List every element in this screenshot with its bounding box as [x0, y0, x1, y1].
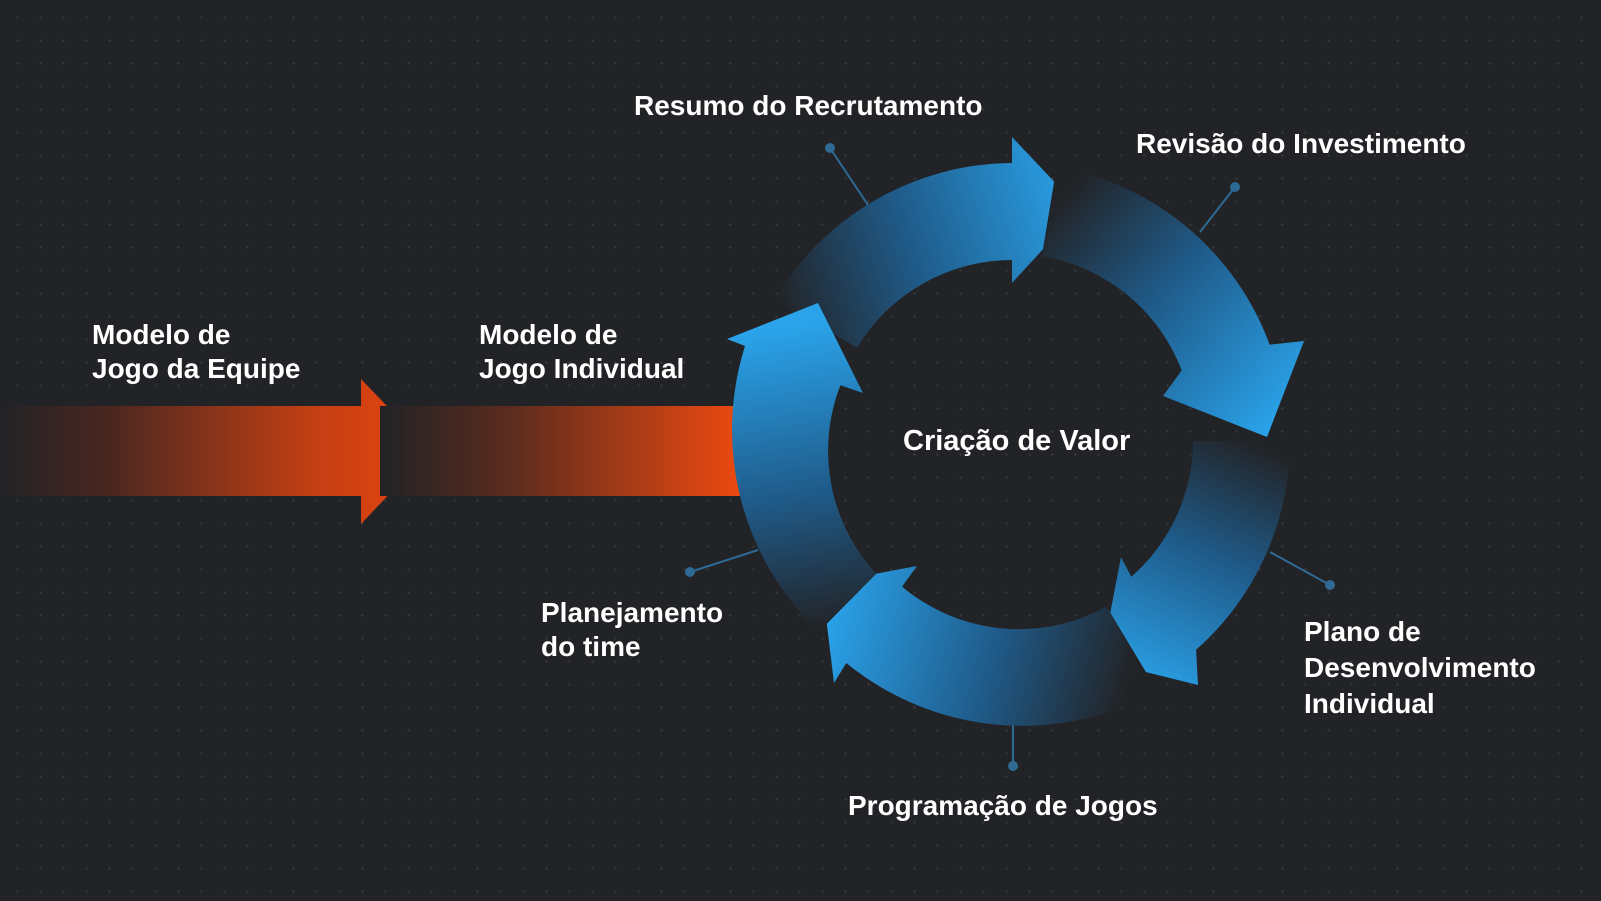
team-model-arrow	[0, 379, 430, 524]
connector-development-dot	[1325, 580, 1335, 590]
recruitment-summary-label: Resumo do Recrutamento	[634, 89, 983, 123]
connector-team-planning	[689, 549, 759, 573]
connector-team-planning-dot	[685, 567, 695, 577]
connector-investment	[1199, 186, 1236, 233]
individual-game-model-label: Modelo de Jogo Individual	[479, 318, 684, 386]
value-cycle	[727, 137, 1304, 726]
individual-game-model-line1: Modelo de	[479, 319, 618, 350]
connector-recruitment	[829, 147, 869, 206]
team-planning-line2: do time	[541, 631, 641, 662]
connector-games-dot	[1008, 761, 1018, 771]
cycle-arrow-bottom	[822, 566, 1158, 726]
development-plan-line3: Individual	[1304, 688, 1435, 719]
team-planning-line1: Planejamento	[541, 597, 724, 628]
team-game-model-line2: Jogo da Equipe	[92, 353, 301, 384]
game-schedule-label: Programação de Jogos	[848, 789, 1158, 823]
team-planning-label: Planejamento do time	[541, 596, 723, 664]
value-creation-title-text: Criação de Valor	[903, 425, 1131, 457]
connector-recruitment-dot	[825, 143, 835, 153]
game-schedule-text: Programação de Jogos	[848, 790, 1158, 821]
connector-development	[1269, 551, 1331, 586]
team-game-model-label: Modelo de Jogo da Equipe	[92, 318, 300, 386]
development-plan-line2: Desenvolvimento	[1304, 652, 1536, 683]
investment-review-label: Revisão do Investimento	[1136, 127, 1466, 161]
investment-review-text: Revisão do Investimento	[1136, 128, 1466, 159]
development-plan-label: Plano de Desenvolvimento Individual	[1304, 614, 1536, 722]
cycle-arrow-top	[774, 137, 1080, 348]
recruitment-summary-text: Resumo do Recrutamento	[634, 90, 983, 121]
connectors	[685, 143, 1335, 771]
cycle-arrow-left	[727, 303, 877, 632]
individual-model-bar	[380, 406, 752, 496]
individual-game-model-line2: Jogo Individual	[479, 353, 685, 384]
value-creation-title: Criação de Valor	[903, 424, 1130, 458]
team-game-model-line1: Modelo de	[92, 319, 231, 350]
cycle-arrow-bottom-right	[1101, 441, 1291, 685]
cycle-arrow-right	[1041, 166, 1304, 437]
connector-investment-dot	[1230, 182, 1240, 192]
development-plan-line1: Plano de	[1304, 616, 1421, 647]
